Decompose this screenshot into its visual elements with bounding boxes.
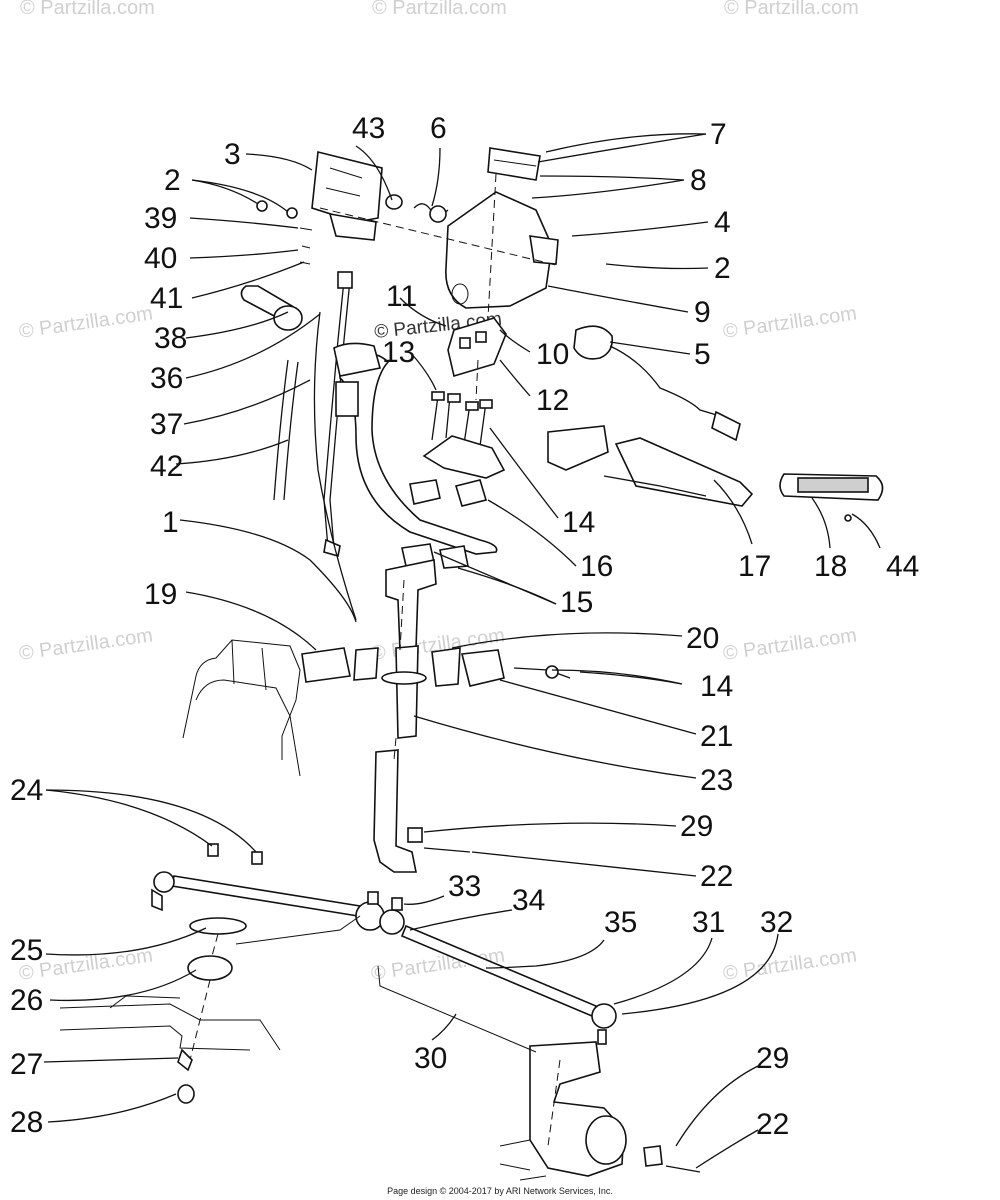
callout-36: 36 (150, 362, 183, 395)
callout-25: 25 (10, 934, 43, 967)
callout-28: 28 (10, 1106, 43, 1139)
clamp-base (422, 435, 506, 479)
callout-37: 37 (150, 408, 183, 441)
watermark: © Partzilla.com (722, 944, 859, 985)
callout-43: 43 (352, 112, 385, 145)
watermark: © Partzilla.com (722, 302, 859, 343)
callout-17: 17 (738, 550, 771, 583)
callout-5: 5 (694, 338, 711, 371)
callout-22: 22 (700, 860, 733, 893)
callout-24: 24 (10, 774, 43, 807)
callout-42: 42 (150, 450, 183, 483)
callout-34: 34 (512, 884, 545, 917)
callout-26: 26 (10, 984, 43, 1017)
frame-section (182, 639, 301, 760)
callout-20: 20 (686, 622, 719, 655)
watermark: © Partzilla.com (20, 0, 155, 19)
callout-14: 14 (562, 506, 595, 539)
handlebar (339, 352, 498, 555)
tie-rod-left (171, 875, 361, 917)
parts-art (59, 147, 884, 1181)
callout-41: 41 (150, 282, 183, 315)
callout-27: 27 (10, 1048, 43, 1081)
callout-32: 32 (760, 906, 793, 939)
bolt (256, 200, 268, 212)
brake-line (273, 359, 289, 501)
callout-19: 19 (144, 578, 177, 611)
callout-8: 8 (690, 164, 707, 197)
callout-23: 23 (700, 764, 733, 797)
callout-2: 2 (164, 164, 181, 197)
callout-3: 3 (224, 138, 241, 171)
steering-post (395, 645, 419, 739)
callout-22-lower: 22 (756, 1108, 789, 1141)
callout-9: 9 (694, 296, 711, 329)
bolt (286, 207, 298, 219)
callout-29-lower: 29 (756, 1042, 789, 1075)
callout-layer: 43 6 3 7 2 8 39 4 40 2 41 9 38 11 13 10 … (10, 112, 919, 1141)
callout-14-lower: 14 (700, 670, 733, 703)
callout-13: 13 (382, 336, 415, 369)
copyright-footer: Page design © 2004-2017 by ARI Network S… (387, 1186, 613, 1196)
watermark: © Partzilla.com (372, 0, 507, 19)
kill-switch (573, 325, 614, 360)
watermark: © Partzilla.com (722, 624, 859, 665)
callout-12: 12 (536, 384, 569, 417)
callout-21: 21 (700, 720, 733, 753)
throttle-cable (323, 279, 345, 549)
callout-16: 16 (580, 550, 613, 583)
callout-35: 35 (604, 906, 637, 939)
callout-30: 30 (414, 1042, 447, 1075)
callout-33: 33 (448, 870, 481, 903)
callout-29: 29 (680, 810, 713, 843)
headlight-pod (311, 151, 383, 223)
callout-10: 10 (536, 338, 569, 371)
master-cylinder (547, 425, 609, 471)
callout-44: 44 (886, 550, 919, 583)
steering-shaft-lower (373, 749, 417, 873)
callout-39: 39 (144, 202, 177, 235)
callout-38: 38 (154, 322, 187, 355)
watermark: © Partzilla.com (18, 302, 155, 343)
callout-6: 6 (430, 112, 447, 145)
callout-11: 11 (386, 280, 417, 313)
callout-31: 31 (692, 906, 725, 939)
leader-lines (43, 133, 881, 1169)
callout-2-right: 2 (714, 252, 731, 285)
watermark: © Partzilla.com (18, 624, 155, 665)
callout-40: 40 (144, 242, 177, 275)
callout-7: 7 (710, 118, 727, 151)
callout-18: 18 (814, 550, 847, 583)
callout-15: 15 (560, 586, 593, 619)
switch-block (447, 317, 507, 378)
cable (313, 311, 357, 621)
watermark: © Partzilla.com (724, 0, 859, 19)
callout-4: 4 (714, 206, 731, 239)
callout-1: 1 (162, 506, 179, 539)
